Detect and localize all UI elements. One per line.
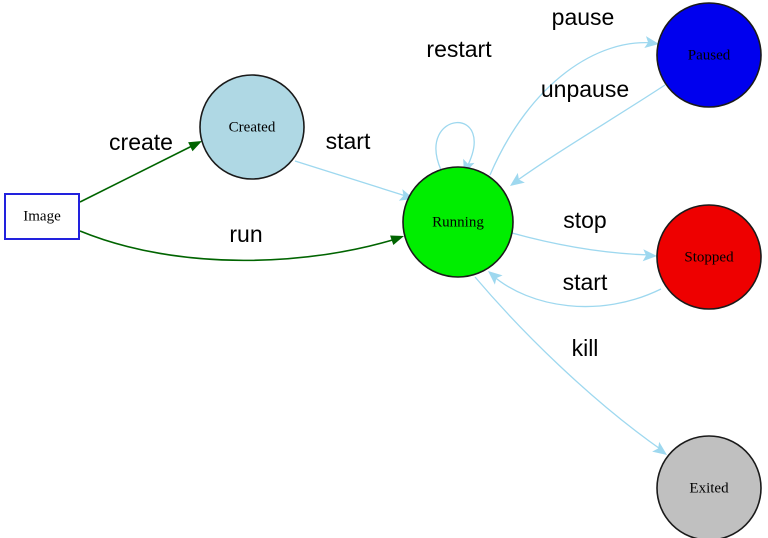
edge-start-created (294, 160, 414, 201)
edge-create (79, 141, 202, 203)
arrowhead-start-stopped (488, 271, 503, 285)
node-label-exited: Exited (689, 480, 729, 496)
edge-line-restart (435, 122, 475, 171)
arrowhead-unpause (510, 172, 525, 186)
node-shape-created[interactable] (199, 74, 305, 180)
edge-line-pause (489, 41, 655, 176)
edge-unpause (510, 84, 666, 186)
edge-line-start-created (294, 160, 410, 198)
node-exited[interactable]: Exited (656, 435, 762, 538)
node-paused[interactable]: Paused (656, 2, 762, 108)
edge-start-stopped (488, 271, 662, 308)
edge-stop (511, 232, 657, 262)
node-label-created: Created (229, 119, 276, 135)
edge-label-start-created: start (326, 128, 371, 154)
edge-line-run (79, 230, 400, 262)
edge-kill (474, 276, 667, 455)
edge-line-create (79, 143, 197, 203)
node-label-paused: Paused (688, 47, 731, 63)
edges-layer (79, 36, 667, 455)
edge-line-start-stopped (491, 274, 662, 308)
node-created[interactable]: Created (199, 74, 305, 180)
edge-label-restart: restart (426, 36, 492, 62)
arrowhead-pause (644, 36, 659, 48)
node-label-stopped: Stopped (684, 249, 734, 265)
arrowhead-create (188, 141, 202, 152)
edge-label-stop: stop (563, 207, 606, 233)
node-shape-stopped[interactable] (656, 204, 762, 310)
edge-line-stop (511, 232, 652, 256)
node-stopped[interactable]: Stopped (656, 204, 762, 310)
edge-label-create: create (109, 129, 173, 155)
edge-labels-layer: create run start restart pause unpause stop sta… (109, 4, 629, 361)
node-running[interactable]: Running (402, 166, 514, 278)
edge-label-kill: kill (572, 335, 599, 361)
arrowhead-stop (642, 249, 657, 262)
node-image[interactable]: Image (4, 193, 80, 240)
edge-label-pause: pause (552, 4, 615, 30)
edge-run (79, 230, 404, 262)
node-shape-running[interactable] (402, 166, 514, 278)
arrowhead-run (390, 235, 404, 245)
node-shape-paused[interactable] (656, 2, 762, 108)
edge-label-run: run (229, 221, 262, 247)
edge-line-unpause (514, 84, 666, 183)
edge-label-start-stopped: start (563, 269, 608, 295)
edge-line-kill (474, 276, 664, 452)
node-label-image: Image (23, 208, 61, 224)
node-label-running: Running (432, 214, 484, 230)
node-shape-exited[interactable] (656, 435, 762, 538)
arrowhead-kill (652, 441, 667, 455)
edge-pause (489, 36, 659, 176)
node-shape-image[interactable] (4, 193, 80, 240)
edge-label-unpause: unpause (541, 76, 629, 102)
